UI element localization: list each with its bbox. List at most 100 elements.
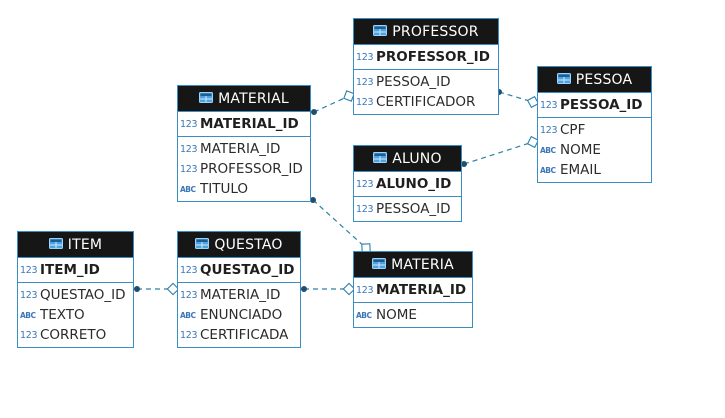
entity-header: ALUNO (354, 146, 461, 171)
numeric-type-icon: 123 (540, 99, 558, 111)
column-name: TITULO (200, 181, 249, 197)
column-name: PROFESSOR_ID (376, 49, 490, 65)
column-name: PROFESSOR_ID (200, 161, 303, 177)
column-name: EMAIL (560, 162, 601, 178)
entity-title: ALUNO (392, 150, 442, 167)
text-type-icon: ABC (540, 145, 556, 155)
entity-header: PESSOA (538, 67, 651, 92)
column-row: ABC NOME (538, 140, 651, 160)
column-name: MATERIA_ID (200, 287, 281, 303)
numeric-type-icon: 123 (180, 163, 198, 175)
one-end-diamond (166, 282, 180, 296)
column-name: ITEM_ID (40, 262, 100, 278)
one-end-diamond (343, 90, 355, 102)
numeric-type-icon: 123 (180, 143, 198, 155)
many-end-dot (310, 197, 316, 203)
entity-header: QUESTAO (178, 232, 300, 257)
column-name: CORRETO (40, 327, 107, 343)
column-name: ALUNO_ID (376, 176, 452, 192)
table-icon (373, 24, 388, 40)
entity-header: ITEM (18, 232, 133, 257)
numeric-type-icon: 123 (20, 329, 38, 341)
entity-title: PROFESSOR (392, 23, 479, 40)
column-name: PESSOA_ID (560, 97, 643, 113)
text-type-icon: ABC (180, 310, 196, 320)
numeric-type-icon: 123 (356, 96, 374, 108)
entity-title: MATERIA (391, 256, 454, 273)
entity-title: MATERIAL (218, 90, 289, 107)
entity-title: PESSOA (575, 71, 633, 88)
numeric-type-icon: 123 (180, 264, 198, 276)
relationship-line-material-materia[interactable] (312, 199, 367, 249)
text-type-icon: ABC (356, 310, 372, 320)
many-end-dot (134, 286, 140, 292)
text-type-icon: ABC (540, 165, 556, 175)
table-icon (195, 237, 210, 253)
one-end-diamond (526, 95, 540, 109)
column-row: ABC EMAIL (538, 160, 651, 180)
numeric-type-icon: 123 (356, 76, 374, 88)
column-name: NOME (560, 142, 601, 158)
numeric-type-icon: 123 (180, 289, 198, 301)
column-name: MATERIA_ID (376, 282, 467, 298)
one-end-diamond (342, 282, 356, 296)
column-name: MATERIA_ID (200, 141, 281, 157)
column-name: PESSOA_ID (376, 201, 451, 217)
column-name: TEXTO (40, 307, 85, 323)
column-name: QUESTAO_ID (200, 262, 295, 278)
numeric-type-icon: 123 (20, 289, 38, 301)
entity-title: ITEM (67, 236, 103, 253)
table-icon (48, 237, 63, 253)
numeric-type-icon: 123 (20, 264, 38, 276)
column-name: NOME (376, 307, 417, 323)
column-name: QUESTAO_ID (40, 287, 126, 303)
column-row: ABC NOME (354, 305, 472, 325)
columns-section: ABC NOME (354, 302, 472, 327)
one-end-diamond (526, 135, 540, 149)
column-name: PESSOA_ID (376, 74, 451, 90)
relationship-line-aluno-pessoa[interactable] (463, 141, 534, 165)
numeric-type-icon: 123 (356, 284, 374, 296)
relationship-line-material-professor[interactable] (313, 95, 350, 113)
table-icon (372, 257, 387, 273)
table-icon (373, 151, 388, 167)
numeric-type-icon: 123 (180, 118, 198, 130)
column-name: CERTIFICADA (200, 327, 289, 343)
numeric-type-icon: 123 (180, 329, 198, 341)
